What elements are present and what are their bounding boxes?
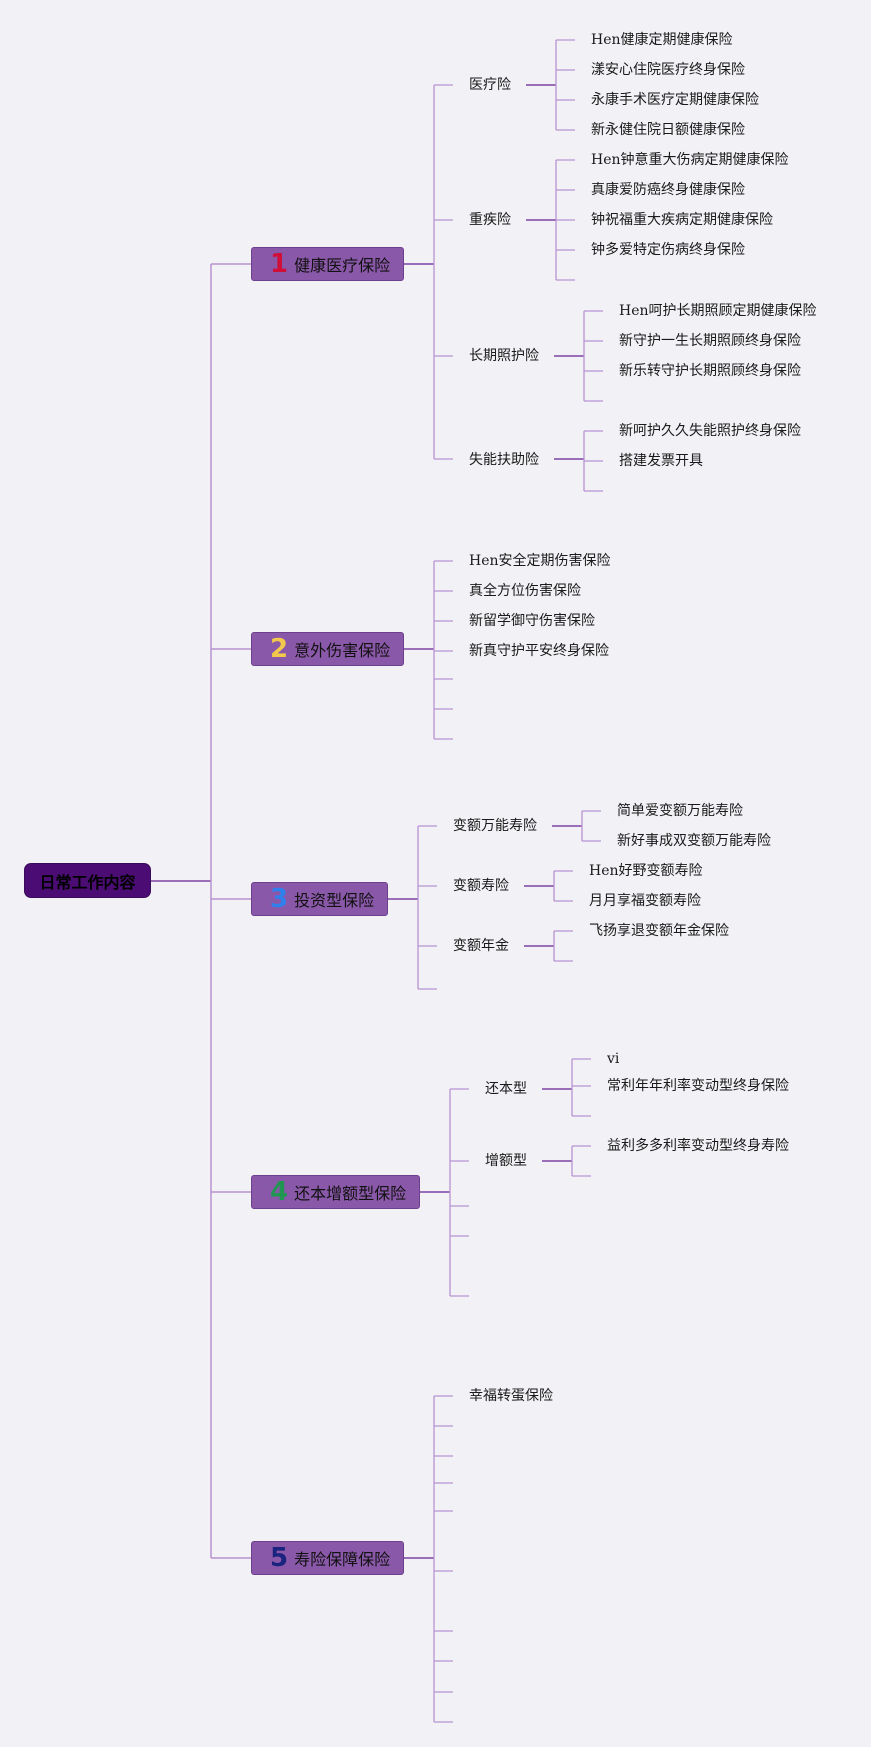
- leaf-item[interactable]: vi: [607, 1051, 620, 1067]
- root-label: 日常工作内容: [39, 872, 136, 892]
- subcategory-label[interactable]: 变额万能寿险: [453, 818, 537, 834]
- leaf-item[interactable]: Hen钟意重大伤病定期健康保险: [591, 152, 789, 168]
- leaf-item[interactable]: 新永健住院日额健康保险: [591, 122, 745, 138]
- subcategory-label[interactable]: 医疗险: [469, 77, 511, 93]
- leaf-item[interactable]: 飞扬享退变额年金保险: [589, 923, 729, 939]
- root-node[interactable]: 日常工作内容: [25, 864, 150, 897]
- leaf-item[interactable]: 新守护一生长期照顾终身保险: [619, 333, 801, 349]
- leaf-item[interactable]: 新好事成双变额万能寿险: [617, 833, 771, 849]
- leaf-item[interactable]: 真全方位伤害保险: [469, 583, 581, 599]
- category-label: 健康医疗保险: [294, 256, 391, 275]
- leaf-item[interactable]: 简单爱变额万能寿险: [617, 803, 743, 819]
- leaf-item[interactable]: 新真守护平安终身保险: [469, 643, 609, 659]
- leaf-item[interactable]: 永康手术医疗定期健康保险: [591, 92, 759, 108]
- leaf-item[interactable]: 益利多多利率变动型终身寿险: [607, 1138, 789, 1154]
- leaf-item[interactable]: 钟多爱特定伤病终身保险: [591, 242, 745, 258]
- leaf-item[interactable]: 真康爱防癌终身健康保险: [591, 182, 745, 198]
- category-label: 意外伤害保险: [294, 641, 391, 660]
- category-label: 投资型保险: [294, 891, 375, 910]
- category-number-4: 4: [270, 1177, 289, 1207]
- leaf-item[interactable]: 新留学御守伤害保险: [469, 613, 595, 629]
- category-number-5: 5: [270, 1543, 289, 1573]
- leaf-item[interactable]: 常利年年利率变动型终身保险: [607, 1078, 789, 1094]
- category-node-endowment[interactable]: 4 还本增额型保险: [251, 1175, 420, 1209]
- category-number-2: 2: [270, 634, 289, 664]
- leaf-item[interactable]: Hen安全定期伤害保险: [469, 553, 611, 569]
- leaf-item[interactable]: Hen呵护长期照顾定期健康保险: [619, 303, 817, 319]
- leaf-item[interactable]: 搭建发票开具: [619, 453, 703, 469]
- leaf-item[interactable]: 幸福转蛋保险: [469, 1388, 553, 1404]
- leaf-item[interactable]: 漾安心住院医疗终身保险: [591, 62, 745, 78]
- subcategory-label[interactable]: 增额型: [485, 1153, 527, 1169]
- category-node-health[interactable]: 1 健康医疗保险: [251, 247, 404, 281]
- leaf-item[interactable]: 月月享福变额寿险: [589, 893, 701, 909]
- category-node-accident[interactable]: 2 意外伤害保险: [251, 632, 404, 666]
- subcategory-label[interactable]: 重疾险: [469, 212, 511, 228]
- category-node-life[interactable]: 5 寿险保障保险: [251, 1541, 404, 1575]
- category-label: 还本增额型保险: [294, 1184, 407, 1203]
- subcategory-label[interactable]: 变额年金: [453, 938, 509, 954]
- subcategory-label[interactable]: 变额寿险: [453, 878, 509, 894]
- leaf-item[interactable]: 钟祝福重大疾病定期健康保险: [591, 212, 773, 228]
- leaf-item[interactable]: Hen健康定期健康保险: [591, 32, 733, 48]
- leaf-item[interactable]: 新呵护久久失能照护终身保险: [619, 423, 801, 439]
- subcategory-label[interactable]: 还本型: [485, 1081, 527, 1097]
- category-node-investment[interactable]: 3 投资型保险: [251, 882, 388, 916]
- category-number-1: 1: [270, 249, 289, 279]
- category-label: 寿险保障保险: [294, 1550, 391, 1569]
- subcategory-label[interactable]: 失能扶助险: [469, 452, 539, 468]
- leaf-item[interactable]: Hen好野变额寿险: [589, 863, 703, 879]
- subcategory-label[interactable]: 长期照护险: [469, 348, 539, 364]
- leaf-item[interactable]: 新乐转守护长期照顾终身保险: [619, 363, 801, 379]
- category-number-3: 3: [270, 884, 289, 914]
